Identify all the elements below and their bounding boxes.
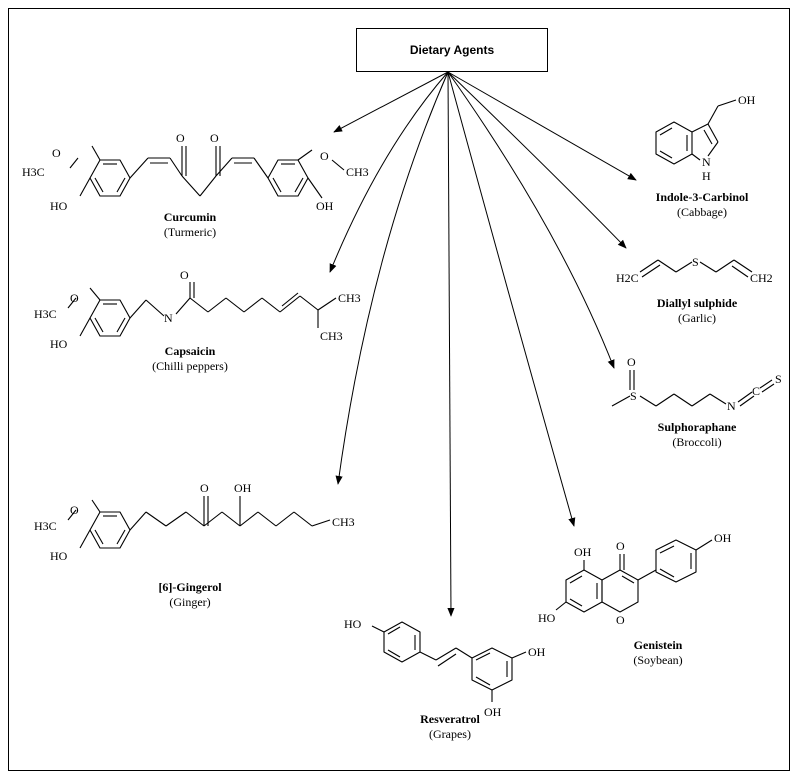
atom-label: CH3 — [320, 329, 343, 343]
indole-3-carbinol-structure — [655, 99, 737, 165]
compound-source: (Soybean) — [633, 653, 683, 667]
atom-label: HO — [344, 617, 362, 631]
atom-label: OH — [574, 545, 592, 559]
figure-frame — [8, 8, 790, 771]
compound-name: Diallyl sulphide — [656, 296, 738, 310]
atom-label: HO — [50, 199, 68, 213]
genistein-structure — [555, 539, 713, 613]
genistein-caption: Genistein (Soybean) — [588, 638, 728, 668]
atom-label: O — [70, 291, 79, 305]
atom-label: CH3 — [338, 291, 361, 305]
atom-label: O — [210, 131, 219, 145]
atom-label: OH — [234, 481, 252, 495]
atom-labels: O H3C HO O O O CH3 OH O H3C HO N O CH3 C… — [22, 93, 782, 719]
atom-label: O — [627, 355, 636, 369]
atom-label: H — [702, 169, 711, 183]
curcumin-structure — [69, 145, 345, 199]
atom-label: OH — [738, 93, 756, 107]
diallyl-sulphide-caption: Diallyl sulphide (Garlic) — [622, 296, 772, 326]
arrow-indole — [447, 71, 637, 181]
compound-name: Sulphoraphane — [657, 420, 737, 434]
compound-source: (Ginger) — [169, 595, 211, 609]
arrow-curcumin — [333, 71, 449, 133]
arrow-sulphoraphane — [447, 71, 615, 369]
atom-label: O — [52, 146, 61, 160]
atom-label: H3C — [34, 519, 57, 533]
atom-label: OH — [714, 531, 732, 545]
atom-label: H3C — [22, 165, 45, 179]
capsaicin-structure — [67, 282, 337, 337]
atom-label: OH — [316, 199, 334, 213]
sulphoraphane-caption: Sulphoraphane (Broccoli) — [622, 420, 772, 450]
atom-label: O — [616, 613, 625, 627]
atom-label: C — [752, 384, 760, 398]
atom-label: HO — [50, 337, 68, 351]
atom-label: O — [176, 131, 185, 145]
compound-source: (Broccoli) — [672, 435, 722, 449]
atom-label: H2C — [616, 271, 639, 285]
atom-label: O — [616, 539, 625, 553]
atom-label: O — [320, 149, 329, 163]
resveratrol-caption: Resveratrol (Grapes) — [380, 712, 520, 742]
atom-label: N — [164, 311, 173, 325]
indole-3-carbinol-caption: Indole-3-Carbinol (Cabbage) — [622, 190, 782, 220]
atom-label: OH — [484, 705, 502, 719]
atom-label: HO — [50, 549, 68, 563]
sulphoraphane-structure — [611, 370, 775, 407]
compound-source: (Cabbage) — [677, 205, 727, 219]
compound-name: [6]-Gingerol — [158, 580, 222, 594]
gingerol-structure — [67, 496, 331, 549]
compound-name: Genistein — [633, 638, 683, 652]
atom-label: N — [702, 155, 711, 169]
atom-label: S — [775, 372, 782, 386]
connector-arrows — [329, 71, 637, 617]
atom-label: O — [180, 268, 189, 282]
compound-source: (Turmeric) — [163, 225, 217, 239]
arrow-diallyl — [447, 71, 627, 249]
atom-label: H3C — [34, 307, 57, 321]
atom-label: OH — [528, 645, 546, 659]
root-label: Dietary Agents — [409, 43, 495, 57]
atom-label: CH3 — [332, 515, 355, 529]
dietary-agents-box: Dietary Agents — [356, 28, 548, 72]
compound-name: Resveratrol — [420, 712, 480, 726]
atom-label: CH2 — [750, 271, 773, 285]
atom-label: S — [630, 389, 637, 403]
arrow-genistein — [447, 71, 576, 527]
compound-source: (Garlic) — [678, 311, 716, 325]
compound-name: Capsaicin — [164, 344, 216, 358]
atom-label: S — [692, 255, 699, 269]
resveratrol-structure — [371, 621, 527, 702]
compound-name: Curcumin — [163, 210, 217, 224]
atom-label: CH3 — [346, 165, 369, 179]
gingerol-caption: [6]-Gingerol (Ginger) — [120, 580, 260, 610]
atom-label: O — [200, 481, 209, 495]
curcumin-caption: Curcumin (Turmeric) — [120, 210, 260, 240]
diallyl-sulphide-structure — [639, 259, 753, 278]
arrow-capsaicin — [329, 71, 449, 273]
capsaicin-caption: Capsaicin (Chilli peppers) — [120, 344, 260, 374]
compound-source: (Chilli peppers) — [152, 359, 228, 373]
arrow-resveratrol — [447, 71, 455, 617]
compound-source: (Grapes) — [429, 727, 471, 741]
compound-name: Indole-3-Carbinol — [655, 190, 749, 204]
atom-label: N — [727, 399, 736, 413]
atom-label: HO — [538, 611, 556, 625]
arrow-gingerol — [335, 71, 449, 485]
atom-label: O — [70, 503, 79, 517]
